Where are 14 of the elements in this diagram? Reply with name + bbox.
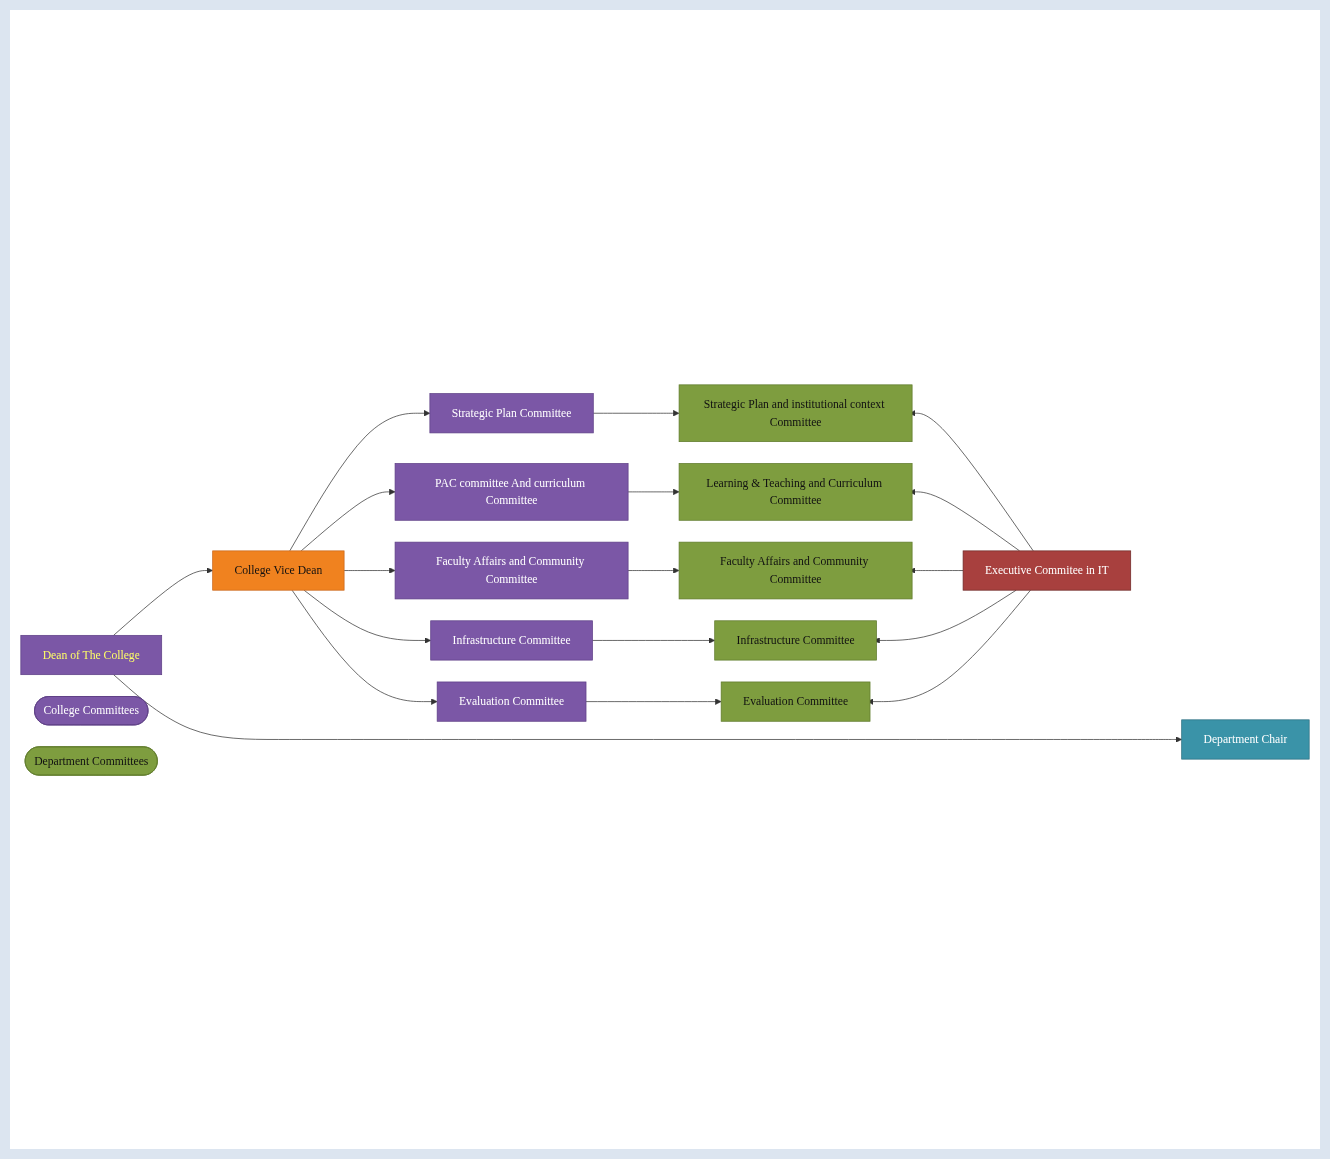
node-box: Faculty Affairs and Community Committee <box>678 541 913 599</box>
node-box: PAC committee And curriculum Committee <box>394 462 629 521</box>
node-box: Department Chair <box>1181 718 1310 759</box>
node-box: Dean of The College <box>20 634 163 675</box>
node-box: Evaluation Committee <box>720 681 871 722</box>
node-box: Strategic Plan Committee <box>429 392 594 433</box>
node-box: Executive Commitee in IT <box>962 550 1132 591</box>
node-box: Evaluation Committee <box>436 681 587 722</box>
node-box: Infrastructure Committee <box>430 619 593 660</box>
node-box: Faculty Affairs and Community Committee <box>394 541 629 599</box>
node-box: Learning & Teaching and Curriculum Committee <box>678 462 913 521</box>
node-box: College Vice Dean <box>212 550 345 591</box>
node-box: Infrastructure Committee <box>714 619 877 660</box>
node-box: Strategic Plan and institutional context Committee <box>678 383 913 442</box>
